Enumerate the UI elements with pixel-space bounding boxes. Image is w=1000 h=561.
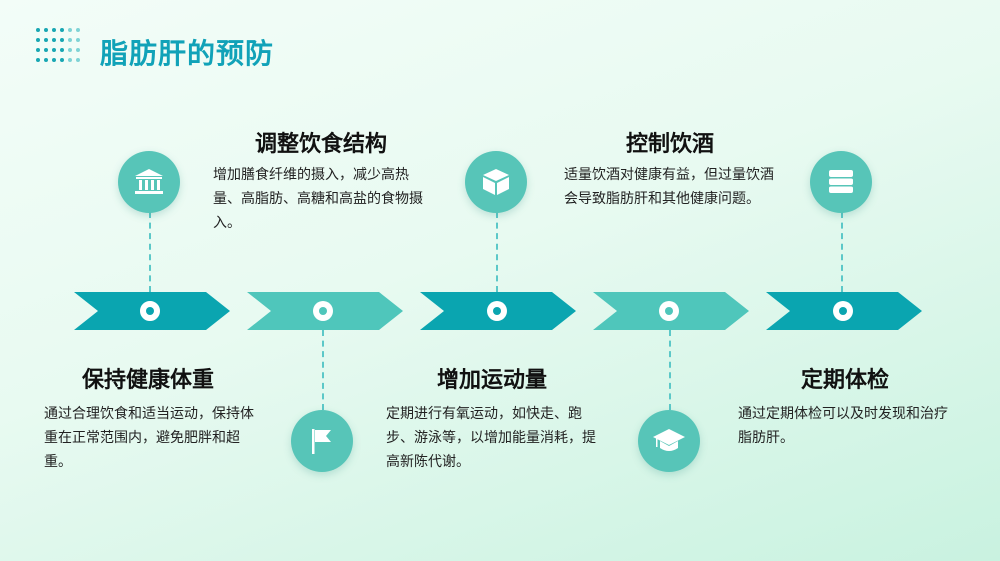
step-3-description: 定期进行有氧运动，如快走、跑步、游泳等，以增加能量消耗，提高新陈代谢。 <box>386 406 596 470</box>
step-3-heading: 增加运动量 <box>437 368 548 393</box>
step-5-heading: 定期体检 <box>801 368 890 393</box>
box-icon <box>465 151 527 213</box>
connector-4 <box>669 330 671 410</box>
step-4-description: 适量饮酒对健康有益，但过量饮酒会导致脂肪肝和其他健康问题。 <box>564 167 774 207</box>
flag-icon <box>291 410 353 472</box>
layers-icon <box>810 151 872 213</box>
step-1-heading: 保持健康体重 <box>82 368 215 393</box>
step-5-description: 通过定期体检可以及时发现和治疗脂肪肝。 <box>738 406 948 446</box>
timeline-node-3 <box>487 301 507 321</box>
connector-5 <box>841 212 843 292</box>
timeline-node-4 <box>659 301 679 321</box>
timeline-node-2 <box>313 301 333 321</box>
step-2-description: 增加膳食纤维的摄入，减少高热量、高脂肪、高糖和高盐的食物摄入。 <box>213 167 423 231</box>
step-4-heading: 控制饮酒 <box>626 132 715 157</box>
connector-2 <box>322 330 324 410</box>
step-1-description: 通过合理饮食和适当运动，保持体重在正常范围内，避免肥胖和超重。 <box>44 406 254 470</box>
connector-3 <box>496 212 498 292</box>
step-2-heading: 调整饮食结构 <box>255 132 388 157</box>
slide-title: 脂肪肝的预防 <box>100 37 275 70</box>
timeline-node-1 <box>140 301 160 321</box>
connector-1 <box>149 212 151 292</box>
bank-icon <box>118 151 180 213</box>
graduation-cap-icon <box>638 410 700 472</box>
timeline-node-5 <box>833 301 853 321</box>
decorative-dots <box>36 28 80 64</box>
